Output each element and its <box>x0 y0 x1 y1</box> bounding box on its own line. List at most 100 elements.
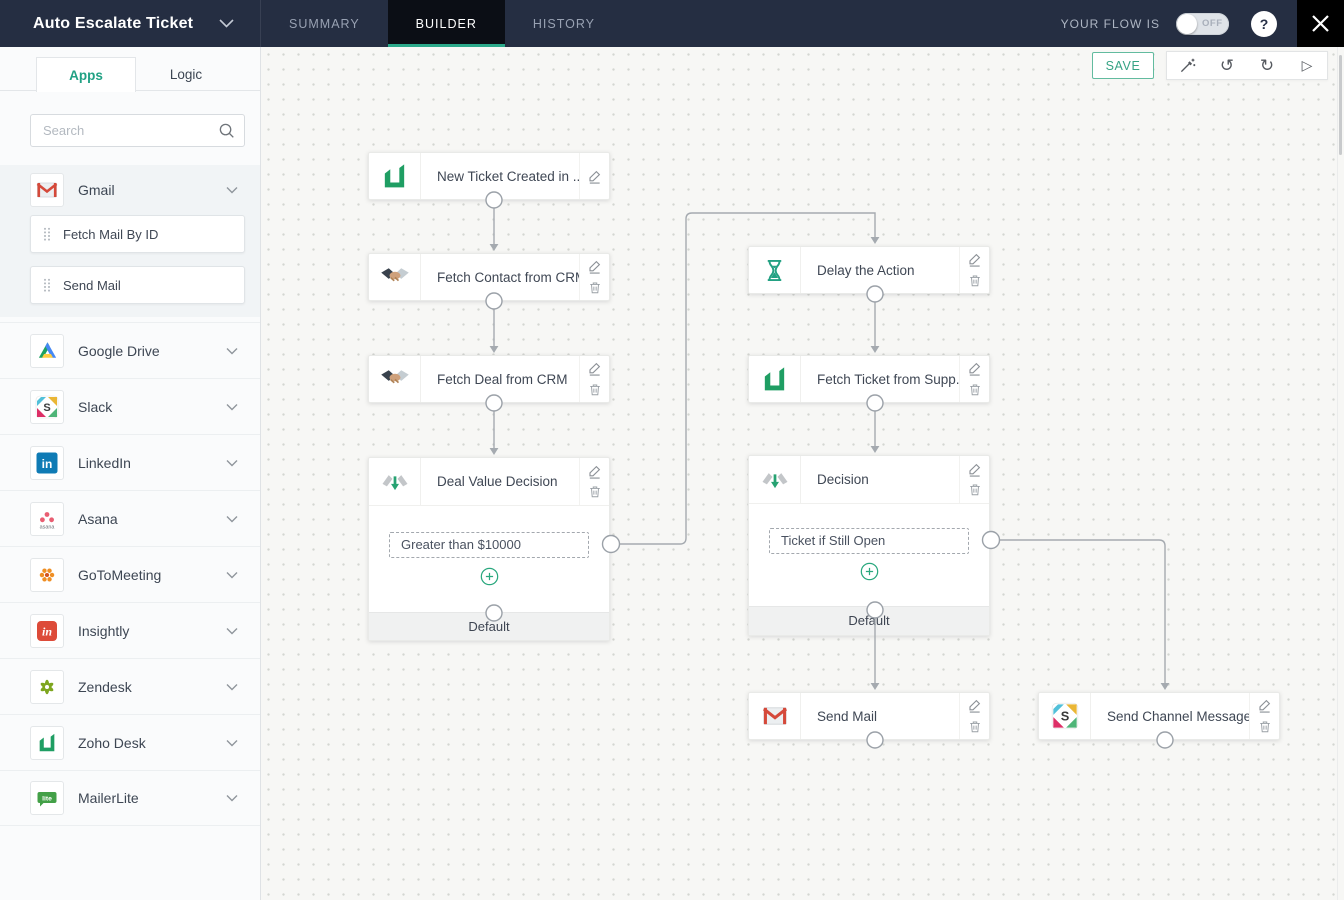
delete-node-icon[interactable] <box>968 482 982 497</box>
delete-node-icon[interactable] <box>588 280 602 295</box>
svg-text:lite: lite <box>42 795 52 802</box>
svg-text:S: S <box>1060 709 1069 724</box>
flow-node-fetch-contact[interactable]: Fetch Contact from CRM <box>368 253 610 301</box>
search-input[interactable] <box>30 114 245 147</box>
node-title: Send Channel Message <box>1107 708 1249 724</box>
svg-text:asana: asana <box>40 524 55 530</box>
flow-status-label: YOUR FLOW IS <box>1060 16 1160 31</box>
edit-node-icon[interactable] <box>587 169 602 184</box>
slack-icon: S <box>1039 693 1091 739</box>
canvas-scrollbar[interactable] <box>1337 47 1344 900</box>
flow-title-chevron-down-icon[interactable] <box>219 19 234 28</box>
sidebar-item-asana[interactable]: asana Asana <box>0 490 260 546</box>
add-branch-button[interactable] <box>860 562 879 581</box>
default-branch-label: Default <box>369 612 609 640</box>
node-actions <box>579 356 609 402</box>
redo-icon[interactable]: ↻ <box>1259 55 1275 75</box>
app-list: Google Drive S Slack in LinkedIn asana <box>0 322 260 826</box>
drag-handle-icon <box>43 226 51 242</box>
flow-node-new-ticket-trigger[interactable]: New Ticket Created in ... <box>368 152 610 200</box>
edit-node-icon[interactable] <box>967 462 982 477</box>
flow-node-fetch-ticket[interactable]: Fetch Ticket from Supp... <box>748 355 990 403</box>
edit-node-icon[interactable] <box>1257 698 1272 713</box>
node-title: Fetch Ticket from Supp... <box>817 371 959 387</box>
flow-node-decision[interactable]: Decision Ticket if Still Open Default <box>748 455 990 636</box>
flow-node-deal-value-decision[interactable]: Deal Value Decision Greater than $10000 … <box>368 457 610 641</box>
delete-node-icon[interactable] <box>588 382 602 397</box>
top-bar-right: YOUR FLOW IS OFF ? <box>1061 0 1344 47</box>
sidebar-item-google-drive[interactable]: Google Drive <box>0 322 260 378</box>
tab-logic[interactable]: Logic <box>169 66 203 82</box>
edit-node-icon[interactable] <box>967 698 982 713</box>
delete-node-icon[interactable] <box>968 719 982 734</box>
flow-node-delay[interactable]: Delay the Action <box>748 246 990 294</box>
zoho-crm-handshake-icon <box>369 356 421 402</box>
flow-node-send-mail[interactable]: Send Mail <box>748 692 990 740</box>
sidebar-item-zendesk[interactable]: Zendesk <box>0 658 260 714</box>
insightly-icon: in <box>30 613 64 648</box>
slack-icon: S <box>30 389 64 424</box>
node-actions <box>579 153 609 199</box>
delete-node-icon[interactable] <box>1258 719 1272 734</box>
tab-apps[interactable]: Apps <box>36 57 136 92</box>
tab-builder[interactable]: BUILDER <box>387 0 505 47</box>
tab-history[interactable]: HISTORY <box>532 16 595 31</box>
delete-node-icon[interactable] <box>968 273 982 288</box>
scrollbar-thumb[interactable] <box>1339 55 1342 155</box>
sidebar-item-gotomeeting[interactable]: GoToMeeting <box>0 546 260 602</box>
close-icon <box>1312 15 1329 32</box>
edit-node-icon[interactable] <box>967 252 982 267</box>
sidebar-item-zoho-desk[interactable]: Zoho Desk <box>0 714 260 770</box>
flow-node-send-channel-message[interactable]: S Send Channel Message <box>1038 692 1280 740</box>
chevron-down-icon <box>226 347 238 354</box>
delay-hourglass-icon <box>749 247 801 293</box>
tab-summary[interactable]: SUMMARY <box>289 16 360 31</box>
edit-node-icon[interactable] <box>587 361 602 376</box>
add-branch-button[interactable] <box>480 567 499 586</box>
node-actions <box>579 458 609 505</box>
app-name: Insightly <box>78 622 130 639</box>
delete-node-icon[interactable] <box>968 382 982 397</box>
flow-node-fetch-deal[interactable]: Fetch Deal from CRM <box>368 355 610 403</box>
app-name: LinkedIn <box>78 454 131 471</box>
search-icon <box>218 122 235 144</box>
sidebar-tabs: Apps Logic <box>0 57 260 92</box>
decision-icon <box>369 458 421 505</box>
flow-title-area[interactable]: Auto Escalate Ticket <box>0 0 261 47</box>
app-name: Google Drive <box>78 342 160 359</box>
edit-node-icon[interactable] <box>587 259 602 274</box>
action-send-mail[interactable]: Send Mail <box>30 266 245 304</box>
app-name: Zendesk <box>78 678 132 695</box>
branch-condition-box[interactable]: Greater than $10000 <box>389 532 589 558</box>
gmail-icon <box>749 693 801 739</box>
auto-arrange-wand-icon[interactable] <box>1167 52 1207 79</box>
sidebar-item-slack[interactable]: S Slack <box>0 378 260 434</box>
action-fetch-mail-by-id[interactable]: Fetch Mail By ID <box>30 215 245 253</box>
decision-icon <box>749 456 801 503</box>
run-test-icon[interactable]: ▷ <box>1301 57 1313 73</box>
chevron-down-icon <box>226 739 238 746</box>
node-title: Send Mail <box>817 708 878 724</box>
undo-icon[interactable]: ↺ <box>1219 55 1235 75</box>
sidebar-item-mailerlite[interactable]: lite MailerLite <box>0 770 260 826</box>
help-button[interactable]: ? <box>1251 10 1277 37</box>
sidebar-item-gmail[interactable]: Gmail <box>0 165 260 215</box>
edit-node-icon[interactable] <box>967 361 982 376</box>
flow-canvas[interactable]: SAVE ↺ ↻ ▷ New Ticket Created in ... Fet… <box>261 47 1344 900</box>
sidebar-item-insightly[interactable]: in Insightly <box>0 602 260 658</box>
sidebar-item-linkedin[interactable]: in LinkedIn <box>0 434 260 490</box>
branch-condition-box[interactable]: Ticket if Still Open <box>769 528 969 554</box>
apps-sidebar: Apps Logic Gmail Fetch Mail By ID <box>0 47 261 900</box>
edit-node-icon[interactable] <box>587 464 602 479</box>
node-actions <box>959 356 989 402</box>
flow-on-off-toggle[interactable]: OFF <box>1176 12 1229 35</box>
node-actions <box>1249 693 1279 739</box>
close-button[interactable] <box>1297 0 1344 47</box>
top-nav-tabs: SUMMARY BUILDER HISTORY <box>261 0 623 47</box>
delete-node-icon[interactable] <box>588 484 602 499</box>
gotomeeting-icon <box>30 557 64 592</box>
save-button[interactable]: SAVE <box>1092 52 1154 79</box>
node-title: New Ticket Created in ... <box>437 168 579 184</box>
default-branch-label: Default <box>749 606 989 635</box>
zoho-desk-icon <box>30 725 64 760</box>
